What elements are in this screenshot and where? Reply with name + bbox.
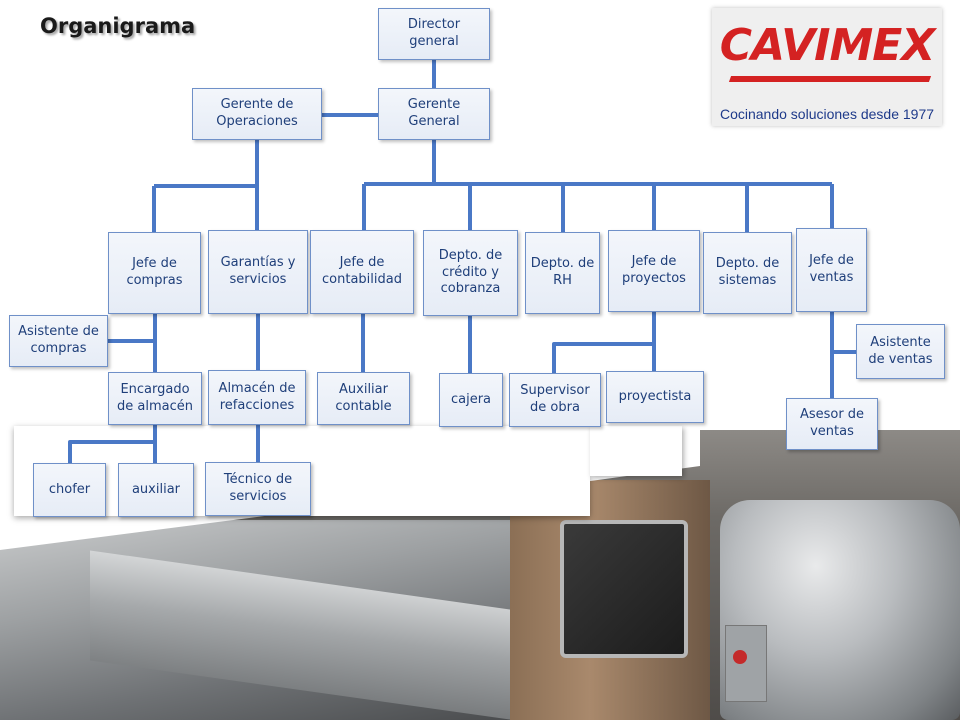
node-director-general: Director general — [378, 8, 490, 60]
node-cajera: cajera — [439, 373, 503, 427]
node-asistente-ventas: Asistente de ventas — [856, 324, 945, 379]
connector-proyectos-down — [552, 312, 656, 373]
node-asesor-ventas: Asesor de ventas — [786, 398, 878, 450]
kitchen-oven-door — [560, 520, 688, 658]
lower-panel-right — [590, 426, 682, 476]
node-auxiliar-contable: Auxiliar contable — [317, 372, 410, 425]
node-auxiliar: auxiliar — [118, 463, 194, 517]
node-depto-sistemas: Depto. de sistemas — [703, 232, 792, 314]
node-jefe-ventas: Jefe de ventas — [796, 228, 867, 312]
node-almacen-refacciones: Almacén de refacciones — [208, 370, 306, 425]
node-proyectista: proyectista — [606, 371, 704, 423]
node-credito-cobranza: Depto. de crédito y cobranza — [423, 230, 518, 316]
node-asistente-compras: Asistente de compras — [9, 315, 108, 367]
logo-wordmark: CAVIMEX — [719, 20, 936, 71]
node-gerente-general: Gerente General — [378, 88, 490, 140]
node-chofer: chofer — [33, 463, 106, 517]
node-jefe-compras: Jefe de compras — [108, 232, 201, 314]
node-depto-rh: Depto. de RH — [525, 232, 600, 314]
page-title: Organigrama — [40, 14, 196, 38]
node-gerente-operaciones: Gerente de Operaciones — [192, 88, 322, 140]
node-tecnico-servicios: Técnico de servicios — [205, 462, 311, 516]
cavimex-logo: CAVIMEX Cocinando soluciones desde 1977 — [712, 8, 942, 126]
logo-tagline: Cocinando soluciones desde 1977 — [719, 106, 935, 122]
node-supervisor-obra: Supervisor de obra — [509, 373, 601, 427]
node-jefe-contabilidad: Jefe de contabilidad — [310, 230, 414, 314]
node-jefe-proyectos: Jefe de proyectos — [608, 230, 700, 312]
node-garantias-servicios: Garantías y servicios — [208, 230, 308, 314]
connector-almacen-down — [68, 425, 157, 463]
kitchen-red-knob — [733, 650, 747, 664]
node-encargado-almacen: Encargado de almacén — [108, 372, 202, 425]
kitchen-control-box — [725, 625, 767, 702]
